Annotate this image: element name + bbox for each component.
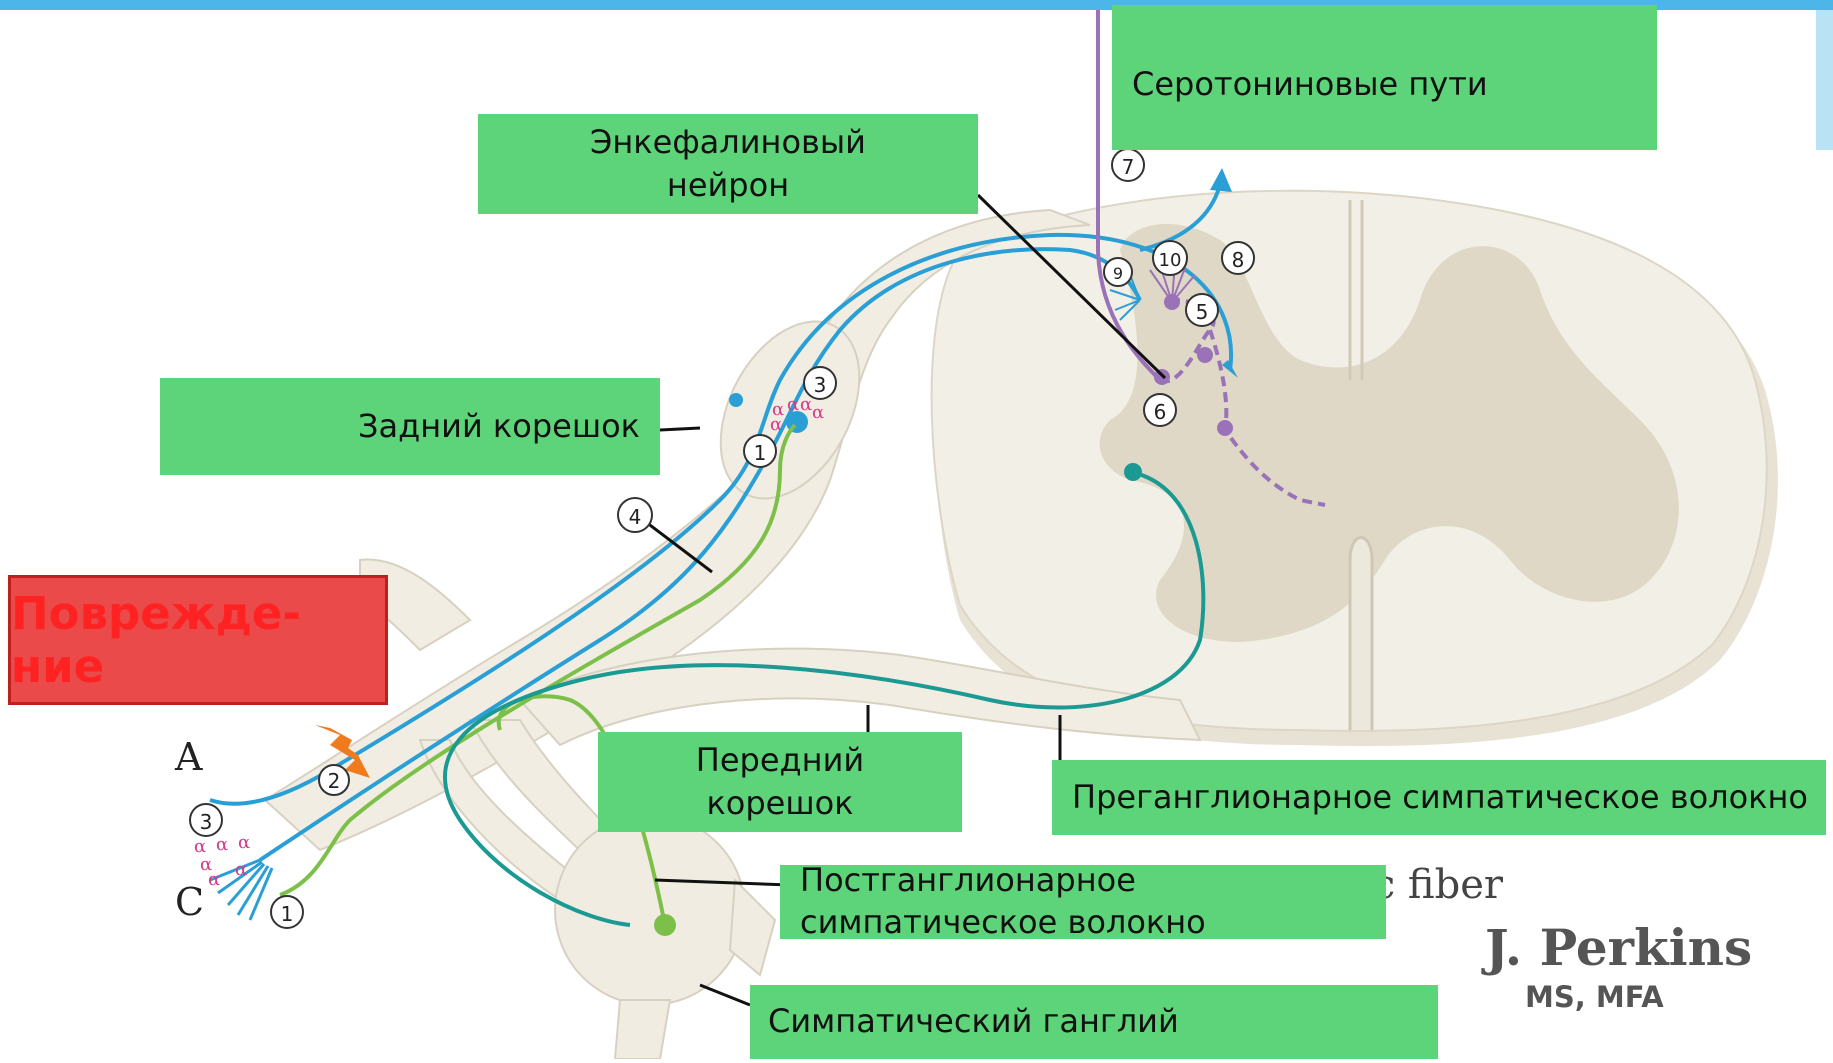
circled-number-text: 3: [814, 373, 827, 397]
circled-number-4: 4: [618, 498, 652, 532]
circled-number-1b: 1: [271, 896, 303, 928]
circled-number-6: 6: [1144, 394, 1176, 426]
circled-number-text: 7: [1122, 155, 1135, 179]
circled-number-text: 10: [1159, 250, 1182, 271]
label-ventral-root: Передний корешок: [598, 732, 962, 832]
label-text-line2: нейрон: [667, 164, 789, 207]
alpha-glyph: α: [216, 834, 228, 855]
fiber-letter-a: A: [175, 735, 202, 779]
alpha-receptors-ganglion: α α α α α: [770, 394, 824, 435]
circled-number-text: 5: [1196, 300, 1209, 324]
alpha-glyph: α: [770, 414, 782, 435]
label-text: Задний корешок: [358, 405, 640, 448]
circled-number-text: 1: [281, 902, 294, 926]
alpha-glyph: α: [800, 394, 812, 415]
circled-number-2: 2: [319, 765, 349, 795]
alpha-glyph: α: [208, 869, 220, 890]
circled-number-text: 6: [1154, 400, 1167, 424]
alpha-glyph: α: [238, 832, 250, 853]
label-text-line2: симпатическое волокно: [800, 902, 1386, 944]
label-text-line2: корешок: [706, 782, 853, 825]
label-text-line1: Передний: [696, 739, 864, 782]
label-text: Симпатический ганглий: [768, 1000, 1179, 1043]
fiber-letter-c: C: [175, 880, 204, 924]
circled-number-1a: 1: [744, 435, 776, 467]
label-sympathetic-ganglion: Симпатический ганглий: [750, 985, 1438, 1059]
circled-number-10: 10: [1153, 241, 1187, 275]
circled-number-9: 9: [1104, 258, 1132, 286]
label-dorsal-root: Задний корешок: [160, 378, 660, 475]
circled-number-text: 3: [200, 810, 213, 834]
circled-number-8: 8: [1222, 242, 1254, 274]
circled-number-3b: 3: [190, 804, 222, 836]
circled-number-7: 7: [1112, 149, 1144, 181]
alpha-glyph: α: [235, 859, 247, 880]
label-text: Преганглионарное симпатическое волокно: [1072, 776, 1808, 819]
damage-text: Поврежде-ние: [11, 587, 385, 693]
circled-number-text: 9: [1113, 264, 1123, 283]
label-enkephalin-neuron: Энкефалиновый нейрон: [478, 114, 978, 214]
credit-name: J. Perkins: [1485, 918, 1752, 977]
label-text: Серотониновые пути: [1132, 63, 1657, 106]
circled-number-5: 5: [1186, 294, 1218, 326]
circled-number-text: 2: [328, 769, 341, 793]
circled-number-text: 4: [629, 505, 642, 529]
credit-subtitle: MS, MFA: [1525, 980, 1664, 1014]
circled-number-text: 8: [1232, 248, 1245, 272]
label-postganglionic-fiber: Постганглионарное симпатическое волокно: [780, 865, 1386, 939]
alpha-glyph: α: [812, 402, 824, 423]
label-damage: Поврежде-ние: [8, 575, 388, 705]
circled-number-text: 1: [754, 441, 767, 465]
label-preganglionic-fiber: Преганглионарное симпатическое волокно: [1052, 760, 1826, 835]
label-text-line1: Постганглионарное: [800, 860, 1386, 902]
alpha-glyph: α: [787, 394, 799, 415]
label-text-line1: Энкефалиновый: [590, 121, 866, 164]
label-serotonin-pathways: Серотониновые пути: [1112, 5, 1657, 150]
